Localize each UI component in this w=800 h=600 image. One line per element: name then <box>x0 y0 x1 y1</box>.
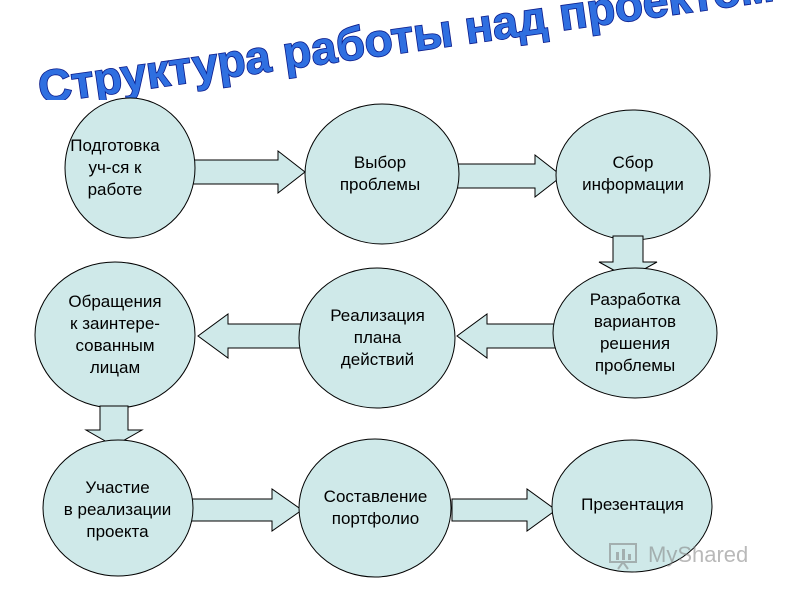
arrow-preparation-to-problem <box>191 149 306 195</box>
node-portfolio <box>298 438 452 578</box>
node-plan-implementation <box>298 267 456 409</box>
label-portfolio: Составление портфолио <box>323 487 428 528</box>
label-solution-variants: Разработка вариантов решения проблемы <box>589 290 681 375</box>
watermark-text: MyShared <box>648 542 749 567</box>
title-graphic: Структура работы над проектом <box>34 0 778 100</box>
label-presentation: Презентация <box>581 495 684 514</box>
node-problem-choice <box>304 103 460 245</box>
label-preparation: Подготовка уч-ся к работе <box>70 136 160 199</box>
label-appeal: Обращения к заинтере- сованным лицам <box>68 292 162 377</box>
title-area: Структура работы над проектом <box>0 0 800 100</box>
label-problem-choice: Выбор проблемы <box>339 153 421 194</box>
presentation-board-icon <box>609 543 637 570</box>
node-solution-variants <box>552 267 718 399</box>
label-participation: Участие в реализации проекта <box>63 478 172 541</box>
arrow-participation-to-portfolio <box>189 488 303 532</box>
arrow-plan-to-appeal <box>197 313 304 359</box>
node-preparation <box>64 97 196 239</box>
watermark: MyShared <box>608 538 748 572</box>
arrow-problem-to-info <box>456 153 563 199</box>
node-presentation <box>551 439 713 573</box>
label-info-collection: Сбор информации <box>582 153 684 194</box>
label-plan-implementation: Реализация плана действий <box>330 306 425 369</box>
arrow-appeal-to-participation <box>84 405 144 447</box>
node-participation <box>42 439 194 577</box>
arrow-solution-to-plan <box>456 313 563 359</box>
arrow-portfolio-to-presentation <box>451 488 557 532</box>
